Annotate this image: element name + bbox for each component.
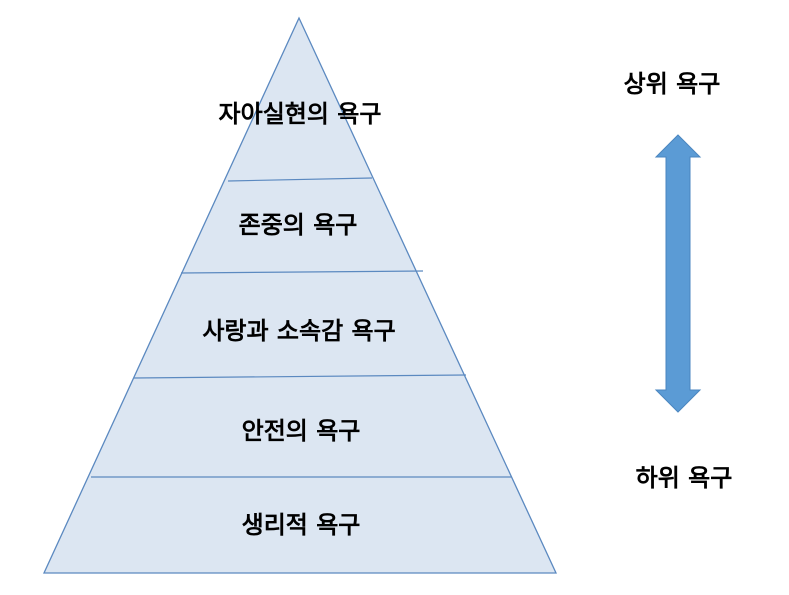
double-arrow-icon (654, 134, 702, 413)
bottom-needs-label: 하위 욕구 (635, 464, 733, 492)
top-needs-label: 상위 욕구 (623, 70, 721, 98)
level-divider (180, 270, 424, 274)
level-divider (133, 374, 467, 379)
level-label-esteem: 존중의 욕구 (238, 211, 358, 239)
level-label-love-belonging: 사랑과 소속감 욕구 (202, 317, 396, 345)
level-label-safety: 안전의 욕구 (241, 417, 361, 445)
level-label-self-actualization: 자아실현의 욕구 (218, 100, 382, 128)
pyramid-triangle (42, 16, 558, 574)
level-divider (227, 177, 373, 182)
level-label-physiological: 생리적 욕구 (241, 511, 361, 539)
